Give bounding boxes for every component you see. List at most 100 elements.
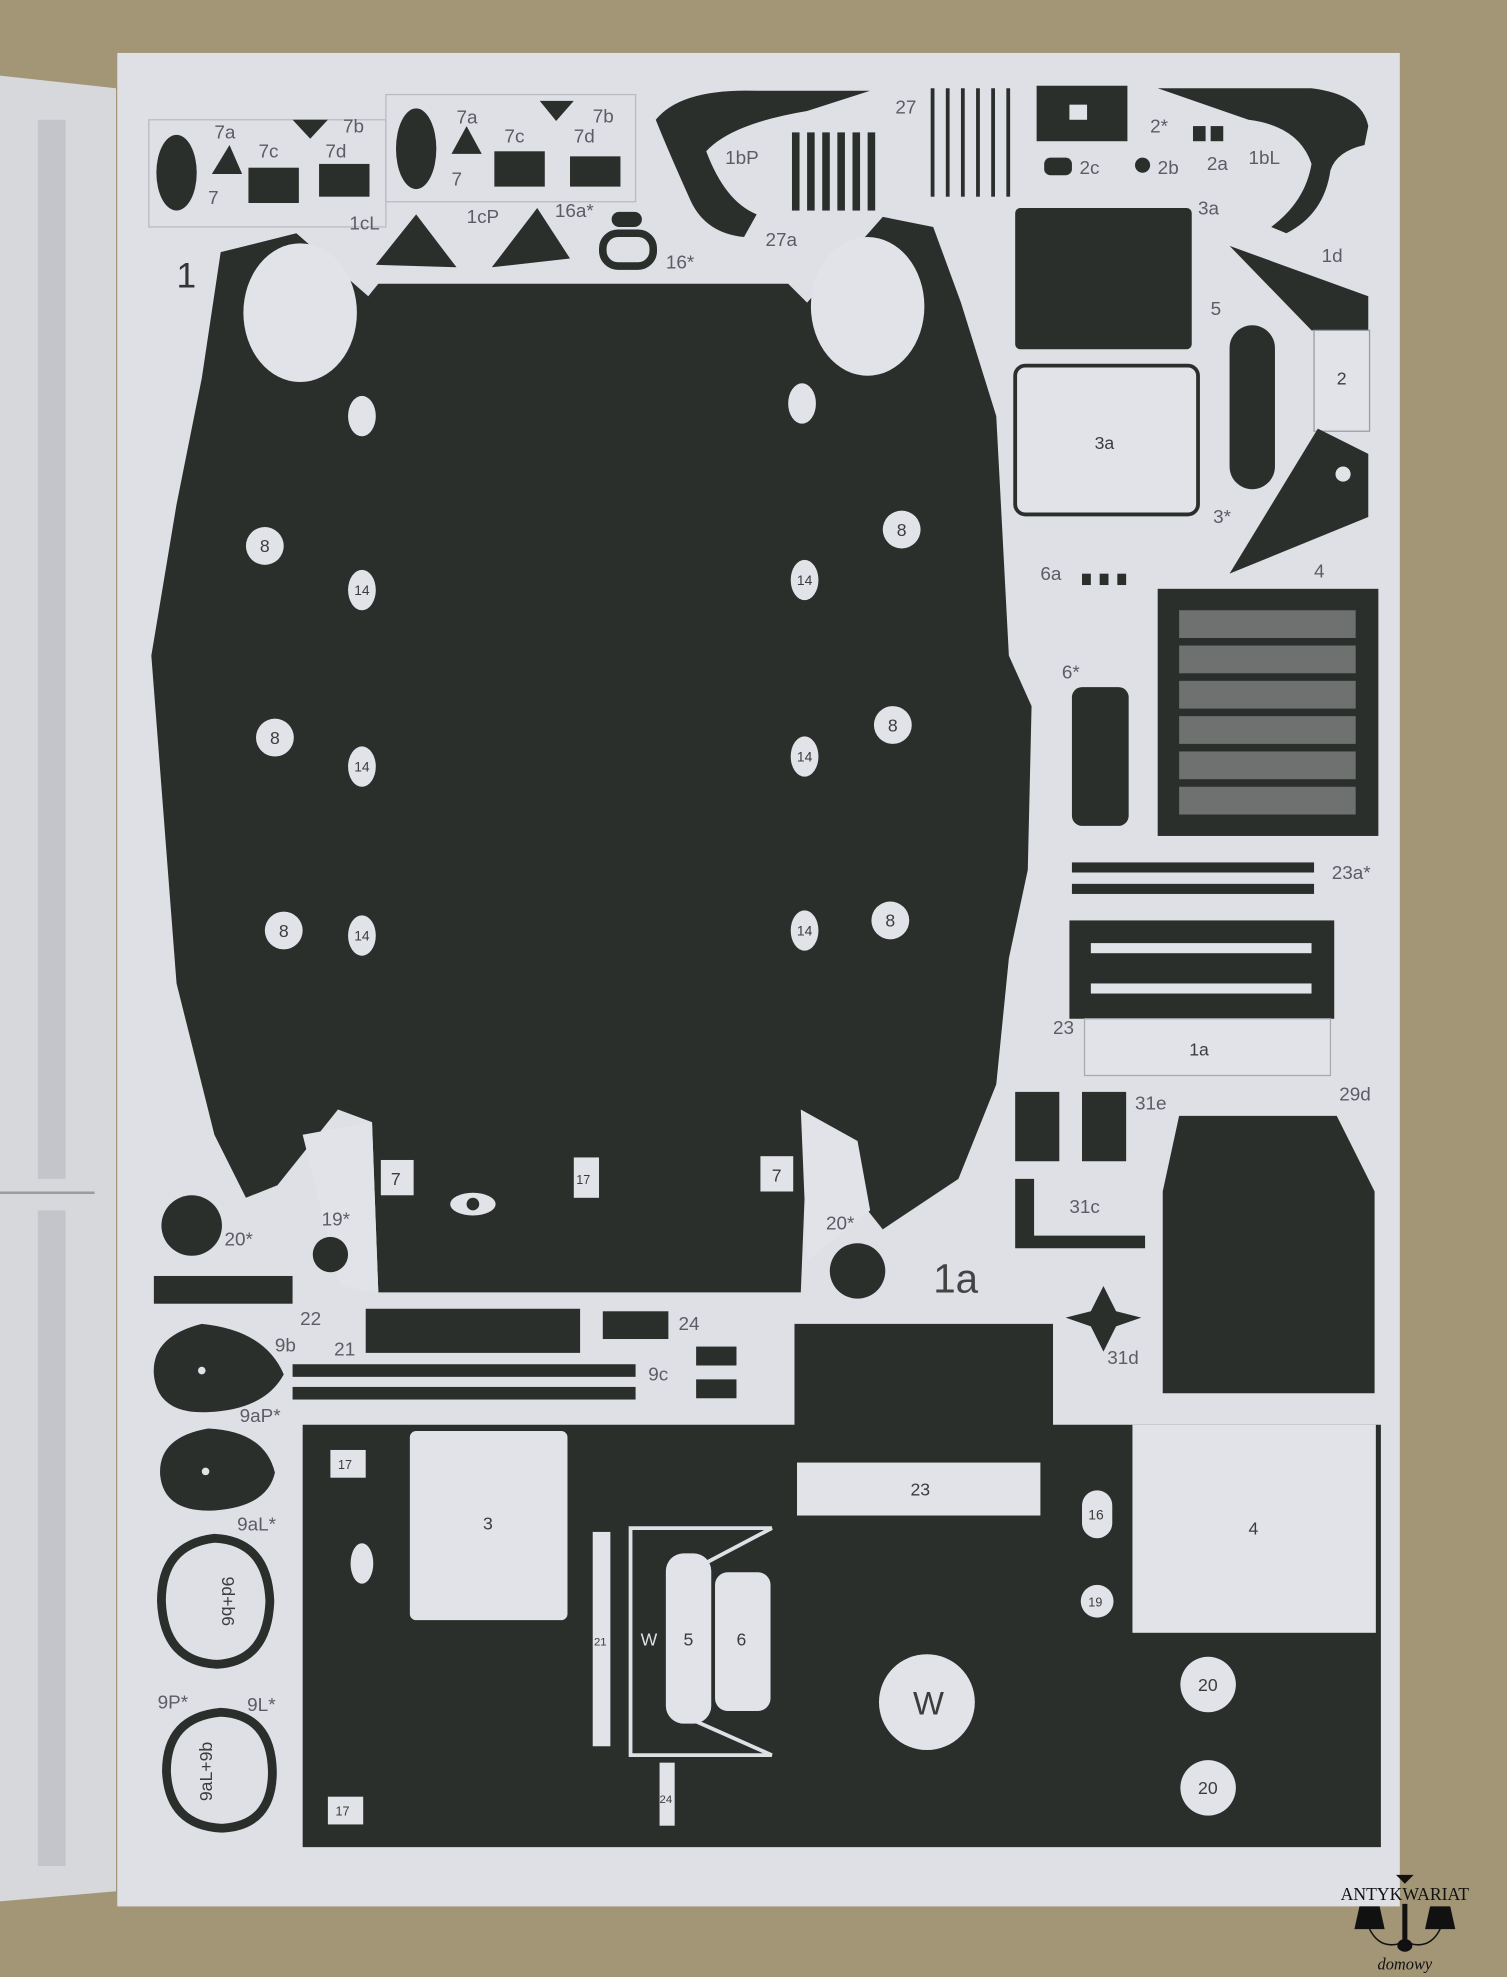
label-1bP: 1bP (725, 148, 759, 169)
label-23a: 23a* (1332, 863, 1372, 884)
part-21-strip (592, 1531, 611, 1747)
part-1cP (491, 208, 571, 268)
part-9-ring-upper (157, 1533, 275, 1669)
label-22: 22 (300, 1309, 321, 1330)
part-3-plate (409, 1431, 568, 1621)
eye-mark-pupil (466, 1197, 480, 1211)
part-27a-strips (791, 132, 876, 211)
label-9P: 9P* (158, 1692, 189, 1713)
part-23-plate (797, 1462, 1041, 1516)
label-14: 14 (354, 759, 370, 775)
part-31c (1015, 1178, 1146, 1249)
label-27: 27 (895, 97, 916, 118)
part-16-oval (1082, 1490, 1113, 1539)
label-14: 14 (354, 928, 370, 944)
part-23-stripe-1 (1090, 943, 1312, 954)
label-7: 7 (451, 169, 462, 190)
label-7d: 7d (325, 142, 346, 163)
part-27-strips (930, 88, 1011, 197)
part-W-circle (878, 1654, 975, 1751)
label-2c: 2c (1079, 158, 1099, 179)
label-8: 8 (897, 520, 907, 540)
part-stripe-2 (292, 1386, 636, 1400)
part-23a-bar-2 (1071, 883, 1315, 894)
label-23: 23 (911, 1479, 931, 1499)
label-6-star: 6* (1062, 662, 1081, 683)
label-7d: 7d (574, 126, 595, 147)
part-9-teardrop-right (810, 237, 925, 376)
part-1bL (1157, 88, 1369, 234)
part-7a-2 (451, 126, 482, 154)
part-7-square-right (760, 1156, 794, 1192)
part-6-star (1071, 687, 1129, 826)
label-2: 2 (1337, 369, 1347, 389)
label-8: 8 (270, 728, 280, 748)
label-5: 5 (684, 1629, 694, 1649)
part-9c-2 (696, 1379, 737, 1399)
label-1d: 1d (1322, 246, 1343, 267)
part-7-square-left (380, 1159, 414, 1196)
part-20-circle-1 (1180, 1656, 1236, 1713)
part-7b (292, 119, 328, 139)
label-16a: 16a* (555, 201, 595, 222)
part-3-hole (1335, 466, 1351, 482)
part-20-star-right (829, 1243, 886, 1299)
label-20: 20 (1198, 1675, 1218, 1695)
glue-circles-8 (245, 510, 921, 950)
label-8: 8 (885, 911, 895, 931)
label-9d-b6: 9d+b6 (218, 1576, 238, 1626)
part-16a (611, 211, 642, 227)
part-7-tab-right (800, 1109, 871, 1261)
part-7d-2 (570, 156, 621, 187)
label-3a-top: 3a (1198, 198, 1220, 219)
label-17: 17 (338, 1458, 352, 1472)
part-3-star (1229, 428, 1369, 574)
part-24 (602, 1311, 669, 1340)
label-21: 21 (594, 1636, 607, 1648)
label-9c: 9c (648, 1365, 668, 1386)
part-7c-2 (494, 151, 545, 187)
part-7c (248, 167, 299, 203)
label-7c: 7c (504, 126, 524, 147)
label-6: 6 (736, 1629, 746, 1649)
label-9aL: 9aL* (237, 1515, 277, 1536)
label-7: 7 (208, 188, 219, 209)
part-23 (1069, 920, 1335, 1019)
label-7b: 7b (593, 106, 614, 127)
part-7-tab-left (302, 1122, 379, 1293)
part-7-left (156, 134, 197, 211)
part-31d (1065, 1286, 1142, 1352)
part-4-plate (1132, 1424, 1376, 1633)
part-22 (153, 1275, 293, 1304)
label-7c: 7c (259, 142, 279, 163)
label-1cL: 1cL (349, 213, 379, 234)
part-29d (1162, 1115, 1375, 1394)
part-group-7-right (385, 93, 637, 203)
label-2a: 2a (1207, 154, 1229, 175)
label-2b: 2b (1158, 158, 1179, 179)
label-24: 24 (660, 1794, 673, 1806)
part-20-circle-2 (1180, 1760, 1236, 1816)
part-2a (1192, 126, 1206, 142)
part-3a-dark (1015, 208, 1192, 350)
part-1a-top (794, 1323, 1054, 1428)
part-23a-bar-1 (1071, 862, 1315, 873)
part-2-window (1069, 104, 1088, 120)
part-2-panel (1313, 329, 1371, 432)
label-14: 14 (354, 582, 370, 598)
part-7a (211, 144, 243, 174)
label-9L: 9L* (247, 1695, 276, 1716)
part-1a-small (1083, 1018, 1332, 1077)
part-9aL-hole (201, 1467, 210, 1476)
label-5: 5 (1211, 299, 1222, 320)
label-20: 20 (1198, 1778, 1218, 1798)
label-1bL: 1bL (1248, 148, 1280, 169)
part-7-right (395, 108, 437, 190)
label-14: 14 (797, 749, 813, 765)
label-9aP: 9aP* (240, 1406, 282, 1427)
label-19-star: 19* (322, 1210, 351, 1231)
glue-ovals-14 (348, 383, 819, 956)
left-page-index-text (0, 119, 95, 1867)
label-W: W (913, 1685, 944, 1722)
part-6a (1082, 573, 1127, 586)
